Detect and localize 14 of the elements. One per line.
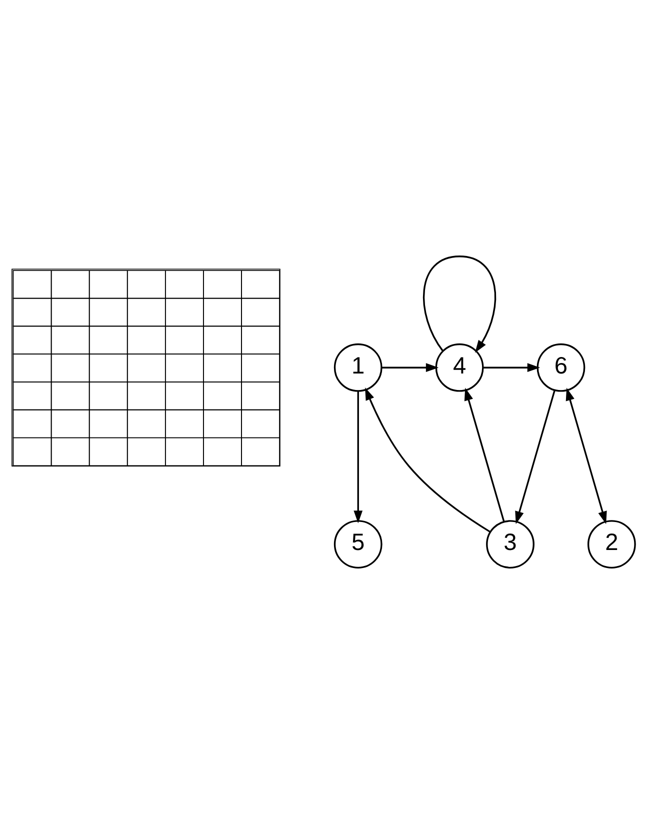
arrow	[423, 256, 496, 353]
arrow	[464, 388, 505, 522]
arrow	[354, 390, 363, 524]
node-circle: 3	[486, 520, 534, 569]
arrow	[515, 390, 556, 524]
arrow	[482, 363, 540, 372]
node-circle: 4	[435, 343, 484, 392]
node-circle: 1	[334, 343, 382, 392]
arrow	[365, 387, 491, 533]
arrow	[382, 363, 439, 372]
node-circle: 2	[587, 520, 636, 569]
node-circle: 6	[536, 343, 586, 392]
arrow	[566, 388, 607, 524]
node-circle: 5	[334, 520, 382, 569]
